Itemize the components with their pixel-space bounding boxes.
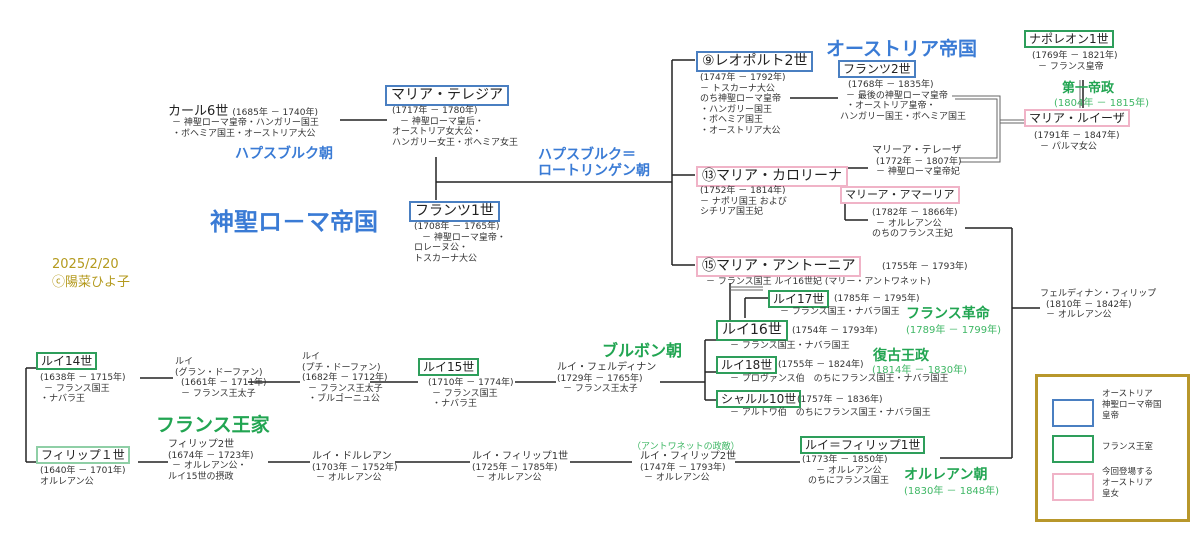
louis14-desc: (1638年 － 1715年) － フランス国王 ・ナバラ王: [40, 373, 126, 404]
louis16-desc: － フランス国王・ナバラ国王: [730, 341, 850, 351]
hre-heading: 神聖ロ－マ帝国: [210, 208, 378, 236]
philippe2-desc: フィリップ2世 (1674年 － 1723年) － オルレアン公・ ルイ15世の…: [168, 439, 254, 482]
revolution-label: フランス革命: [906, 306, 990, 322]
louis17-desc: － フランス国王・ナバラ国王: [780, 307, 900, 317]
antoinette-box: ⑮マリア・アントーニア: [696, 256, 862, 277]
legend: オーストリア神聖ローマ帝国皇帝 フランス王室 今回登場するオーストリア皇女: [1035, 374, 1190, 522]
louis17-box: ルイ17世: [768, 290, 830, 308]
louis16-years: (1754年 － 1793年): [792, 326, 878, 336]
leopold-desc: (1747年 － 1792年) － トスカーナ大公 のち神聖ローマ皇帝 ・ハンガ…: [700, 73, 786, 136]
lp-king-box: ルイ＝フィリップ1世: [800, 436, 926, 454]
lp2-desc: ルイ・フィリップ2世 (1747年 － 1793年) － オルレアン公: [640, 451, 737, 483]
napoleon-desc: (1769年 － 1821年) － フランス皇帝: [1032, 51, 1118, 72]
franz1-desc: (1708年 － 1765年) － 神聖ローマ皇帝・ ロレーヌ公・ トスカーナ大…: [414, 222, 506, 264]
lp1-desc: ルイ・フィリップ1世 (1725年 － 1785年) － オルレアン公: [472, 451, 569, 483]
amalia-box: マリーア・アマーリア: [840, 186, 960, 204]
orleans-years: (1830年 － 1848年): [904, 486, 1000, 497]
teresa-desc: マリーア・テレーザ (1772年 － 1807年) － 神聖ローマ皇帝妃: [872, 145, 962, 177]
napoleon-box: ナポレオン1世: [1024, 30, 1114, 48]
french-royal-label: フランス王家: [156, 414, 270, 436]
lp-king-desc: (1773年 － 1850年) － オルレアン公 のちにフランス国王: [802, 455, 889, 486]
legend-blue-text: オーストリア神聖ローマ帝国皇帝: [1102, 389, 1162, 421]
louis16-box: ルイ16世: [716, 320, 788, 341]
revolution-years: (1789年 － 1799年): [906, 325, 1002, 336]
orleans-label: オルレアン朝: [904, 467, 988, 483]
louis18-years: (1755年 － 1824年): [778, 360, 864, 370]
austria-heading: オーストリア帝国: [826, 38, 978, 60]
louis18-desc: － プロヴァンス伯 のちにフランス国王・ナバラ国王: [730, 374, 949, 384]
louise-box: マリア・ルイーザ: [1024, 109, 1130, 127]
carolina-box: ⑬マリア・カロリーナ: [696, 166, 848, 187]
carolina-desc: (1752年 － 1814年) － ナポリ国王 および シチリア国王妃: [700, 186, 787, 217]
karl-desc: － 神聖ローマ皇帝・ハンガリー国王・ボヘミア国王・オーストリア大公: [172, 118, 319, 139]
louis15-desc: (1710年 － 1774年) － フランス国王 ・ナバラ王: [428, 378, 514, 409]
credit: 2025/2/20 ⓒ陽菜ひよ子: [52, 257, 131, 290]
amalia-desc: (1782年 － 1866年) － オルレアン公 のちのフランス王妃: [872, 208, 958, 239]
philippe1-desc: (1640年 － 1701年) オルレアン公: [40, 466, 126, 487]
charles10-years: (1757年 － 1836年): [797, 395, 883, 405]
legend-green-text: フランス王室: [1102, 442, 1153, 452]
louis18-box: ルイ18世: [716, 356, 778, 374]
louis15-box: ルイ15世: [418, 358, 480, 376]
louis17-years: (1785年 － 1795年): [834, 294, 920, 304]
ferdinand-desc: フェルディナン・フィリップ (1810年 － 1842年) － オルレアン公: [1040, 289, 1157, 320]
franz2-box: フランツ2世: [838, 60, 916, 78]
louis-ferdinand-desc: ルイ・フェルディナン (1729年 － 1765年) － フランス王太子: [557, 362, 657, 394]
restoration-label: 復古王政: [873, 348, 929, 364]
antoinette-note: （アントワネットの政敵）: [632, 442, 740, 452]
legend-blue-swatch: [1052, 399, 1094, 427]
charles10-desc: － アルトワ伯 のちにフランス国王・ナバラ国王: [730, 408, 931, 418]
legend-pink-swatch: [1052, 473, 1094, 501]
habsburg-label: ハプスブルク朝: [235, 146, 333, 162]
antoinette-desc: － フランス国王 ルイ16世妃 (マリー・アントワネット): [706, 277, 931, 287]
franz1-box: フランツ1世: [409, 201, 500, 222]
louis-orleans-desc: ルイ・ドルレアン (1703年 － 1752年) － オルレアン公: [312, 451, 398, 483]
franz2-desc: (1768年 － 1835年) － 最後の神聖ローマ皇帝 ・オーストリア皇帝・ …: [840, 80, 967, 122]
petit-dauphin-desc: ルイ (プチ・ドーファン) (1682年 － 1712年) － フランス王太子 …: [302, 352, 388, 404]
first-empire-years: (1804年 － 1815年): [1054, 98, 1150, 109]
leopold-box: ⑨レオポルト2世: [696, 51, 814, 72]
grand-dauphin-desc: ルイ (グラン・ドーファン) (1661年 － 1711年) － フランス王太子: [175, 357, 267, 399]
charles10-box: シャルル10世: [716, 390, 802, 408]
philippe1-box: フィリップ１世: [36, 446, 130, 464]
legend-green-swatch: [1052, 435, 1094, 463]
theresia-box: マリア・テレジア: [385, 85, 509, 106]
antoinette-years: (1755年 － 1793年): [882, 262, 968, 272]
first-empire-label: 第一帝政: [1062, 81, 1115, 96]
karl-name: カール6世 (1685年 － 1740年): [168, 104, 318, 119]
louis14-box: ルイ14世: [36, 352, 98, 370]
habsburg-lorraine-label: ハプスブルク＝ ロートリンゲン朝: [538, 147, 650, 179]
restoration-years: (1814年 － 1830年): [872, 365, 968, 376]
bourbon-label: ブルボン朝: [602, 341, 683, 360]
louise-desc: (1791年 － 1847年) － パルマ女公: [1034, 131, 1120, 152]
theresia-desc: (1717年 － 1780年) － 神聖ローマ皇后・ オーストリア女大公・ ハン…: [392, 106, 519, 148]
legend-pink-text: 今回登場するオーストリア皇女: [1102, 467, 1154, 499]
